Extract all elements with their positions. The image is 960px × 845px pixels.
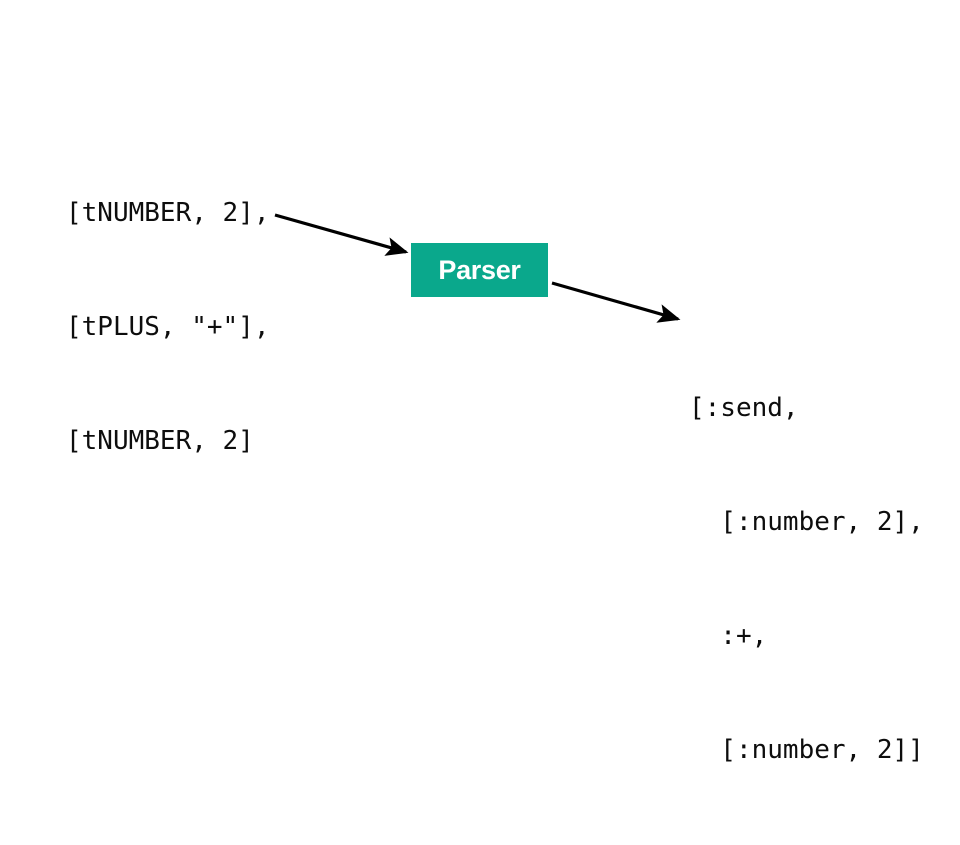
ast-output-text: [:send, [:number, 2], :+, [:number, 2]] [689, 313, 924, 845]
arrow-input-to-parser [274, 213, 409, 256]
token-stream-line-2: [tPLUS, "+"], [66, 312, 270, 342]
diagram-canvas: [tNUMBER, 2], [tPLUS, "+"], [tNUMBER, 2]… [66, 118, 924, 765]
token-stream-line-3: [tNUMBER, 2] [66, 426, 254, 456]
arrow-parser-to-output [551, 281, 681, 323]
parser-box-label: Parser [438, 254, 521, 285]
ast-output-line-1: [:send, [689, 393, 799, 423]
ast-output-line-4: [:number, 2]] [689, 735, 924, 765]
token-stream-line-1: [tNUMBER, 2], [66, 198, 270, 228]
parser-box: Parser [411, 243, 548, 297]
token-stream-text: [tNUMBER, 2], [tPLUS, "+"], [tNUMBER, 2] [66, 118, 270, 536]
ast-output-line-2: [:number, 2], [689, 507, 924, 537]
ast-output-line-3: :+, [689, 621, 768, 651]
